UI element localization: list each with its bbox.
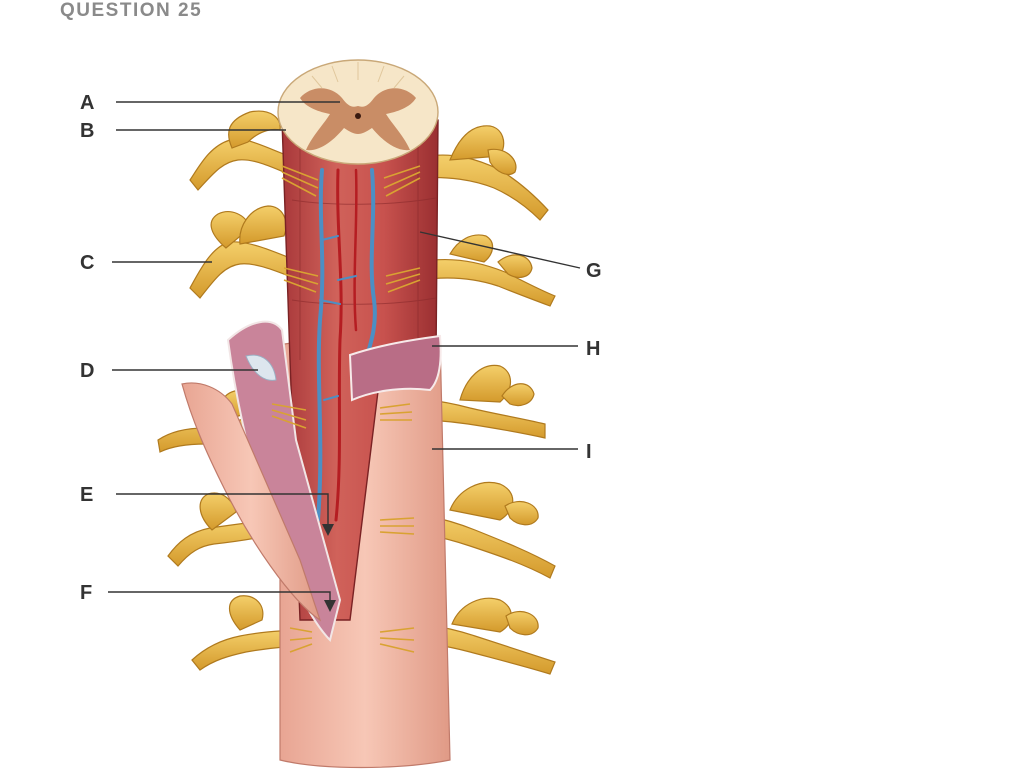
dura-left-flap — [181, 382, 322, 622]
label-d: D — [80, 360, 94, 382]
label-h: H — [586, 338, 600, 360]
label-b: B — [80, 120, 94, 142]
diagram-labels: A B C D E F G H I — [80, 92, 602, 604]
gray-matter — [300, 88, 416, 151]
label-a: A — [80, 92, 94, 114]
spinal-cross-section — [277, 59, 439, 165]
leader-g — [419, 231, 581, 269]
leader-lines — [108, 101, 581, 612]
label-i: I — [586, 441, 592, 463]
arrowhead-f — [324, 600, 336, 612]
central-canal — [355, 113, 361, 119]
label-e: E — [80, 484, 93, 506]
nerve-roots — [271, 165, 421, 653]
arachnoid-right-flap — [348, 334, 442, 402]
label-g: G — [586, 260, 602, 282]
leader-e — [116, 493, 329, 528]
label-c: C — [80, 252, 94, 274]
question-title: QUESTION 25 — [60, 0, 203, 21]
label-f: F — [80, 582, 92, 604]
arrowhead-e — [322, 524, 334, 536]
